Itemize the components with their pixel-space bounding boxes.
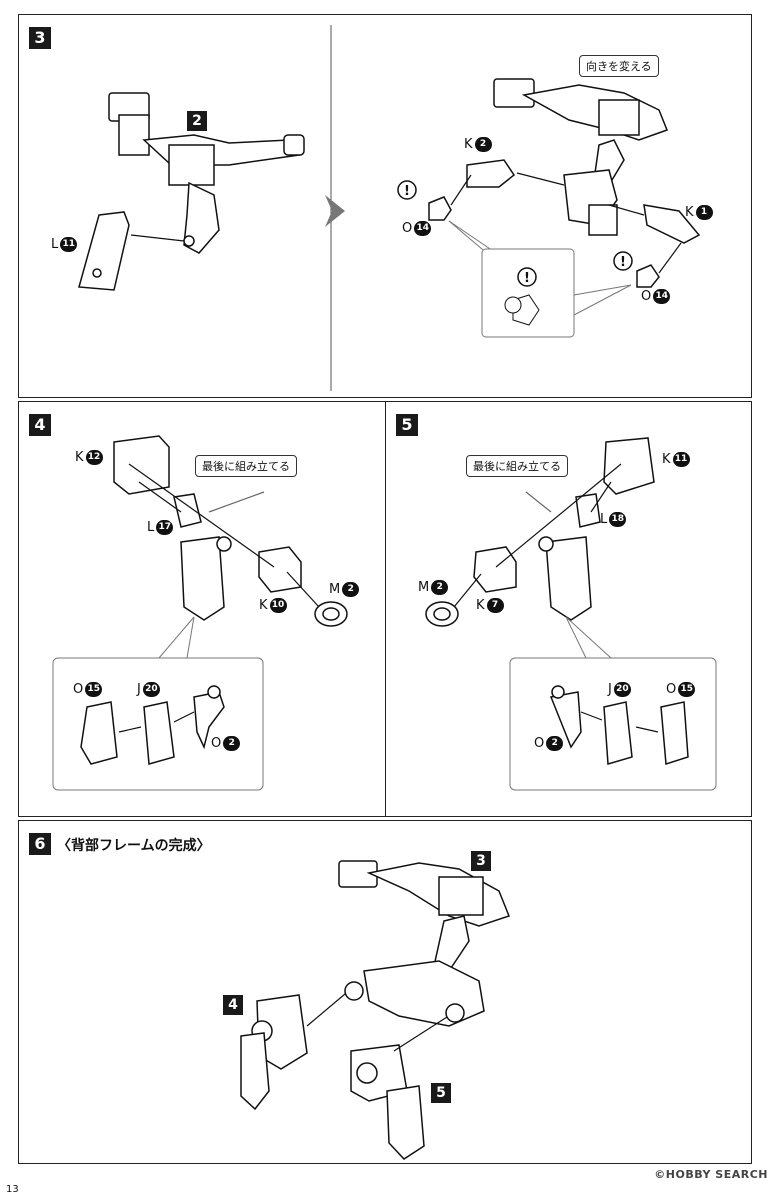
sub-assembly-ref-5: 5 bbox=[431, 1083, 451, 1103]
step-6-title: 〈背部フレームの完成〉 bbox=[57, 838, 211, 854]
step-number: 3 bbox=[29, 27, 51, 49]
step-number: 6 bbox=[29, 833, 51, 855]
callout-assemble-last: 最後に組み立てる bbox=[466, 455, 568, 477]
sub-assembly-ref-4: 4 bbox=[223, 995, 243, 1015]
step-number: 5 bbox=[396, 414, 418, 436]
page-number: 13 bbox=[6, 1184, 19, 1195]
warning-icon bbox=[397, 180, 633, 287]
step-3-illustration: ! ! ! bbox=[78, 25, 701, 391]
sub-assembly-ref: 2 bbox=[187, 111, 207, 131]
sub-assembly-ref-3: 3 bbox=[471, 851, 491, 871]
step-5-illustration bbox=[425, 437, 717, 791]
svg-text:!: ! bbox=[620, 255, 626, 270]
svg-text:!: ! bbox=[524, 271, 530, 286]
callout-rotate: 向きを変える bbox=[579, 55, 659, 77]
step-6-panel: 6 〈背部フレームの完成〉 3 4 5 bbox=[18, 820, 752, 1164]
callout-assemble-last: 最後に組み立てる bbox=[195, 455, 297, 477]
step-number: 4 bbox=[29, 414, 51, 436]
step-6-illustration bbox=[240, 860, 510, 1160]
svg-text:!: ! bbox=[404, 184, 410, 199]
watermark: ©HOBBY SEARCH bbox=[654, 1168, 768, 1181]
step-4-illustration bbox=[52, 435, 348, 791]
